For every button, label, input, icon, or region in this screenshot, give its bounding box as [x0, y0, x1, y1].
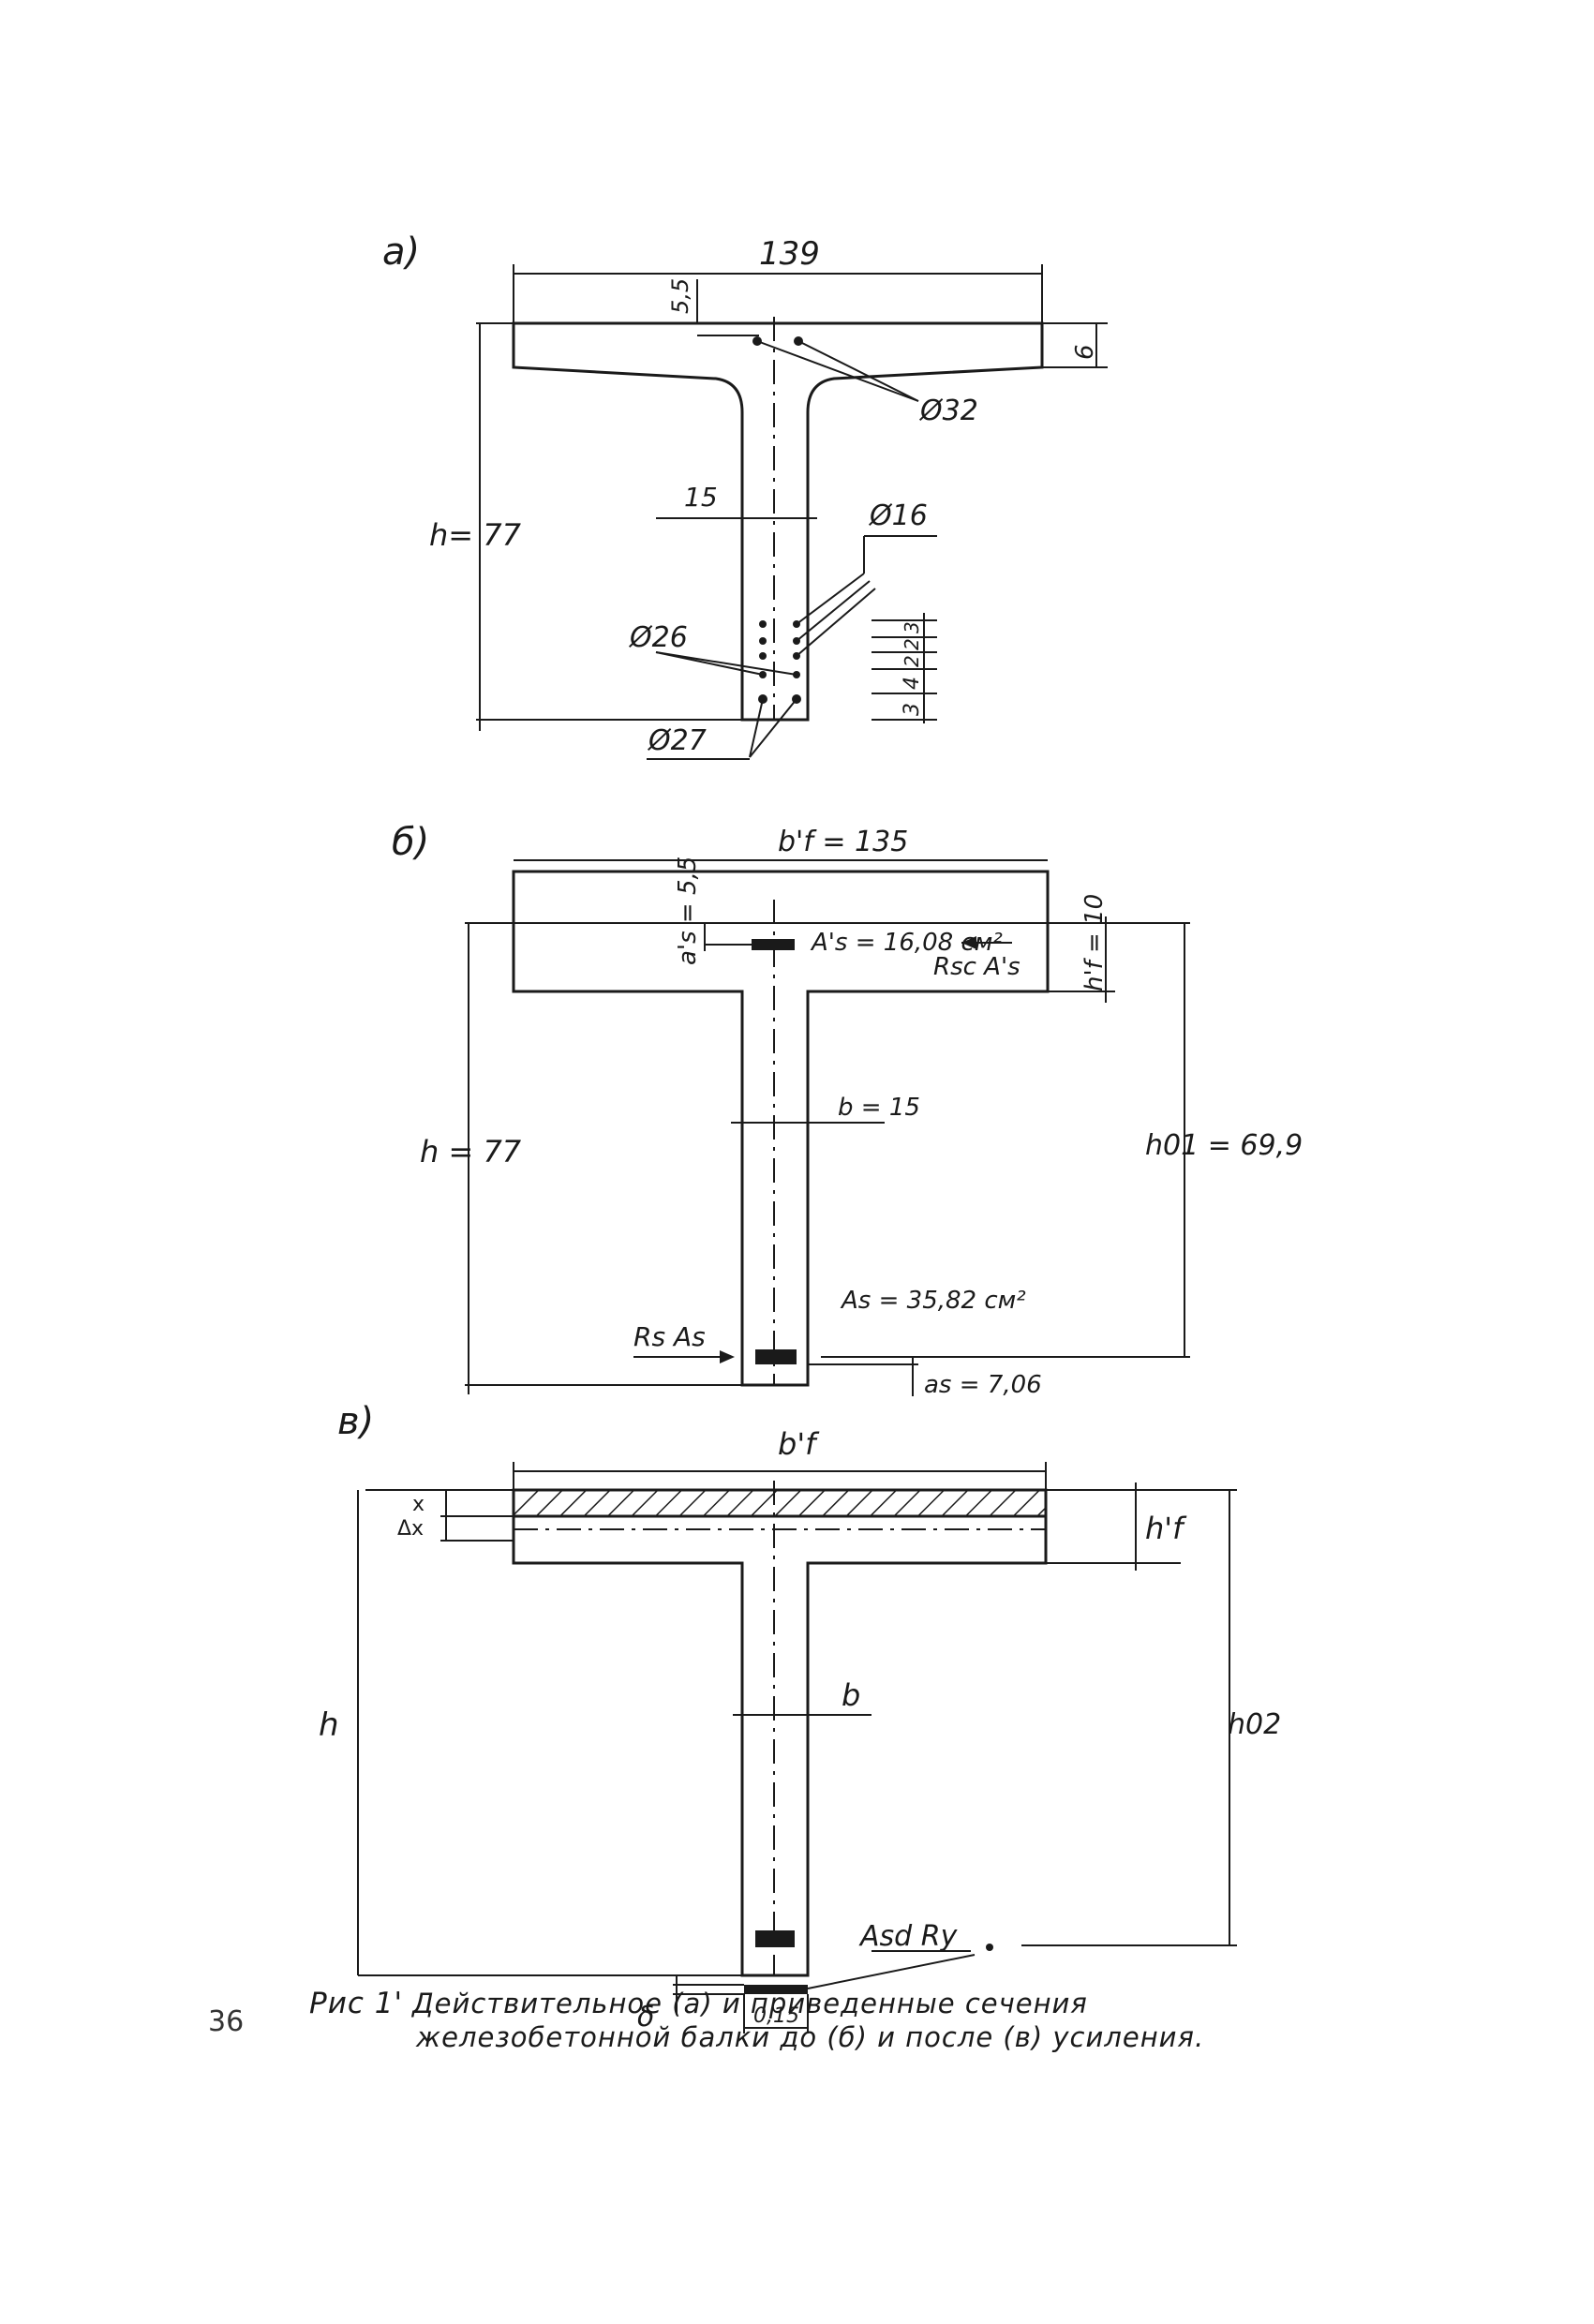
dim-plate-c: 0,15	[753, 2004, 799, 2028]
dim-height-b: h = 77	[420, 1134, 522, 1169]
caption-line-2-wrap: железобетонной балки до (б) и после (в) …	[309, 2020, 1321, 2054]
dim-x-label: x	[412, 1493, 425, 1516]
dim-flange-b: h'f = 10	[1080, 894, 1109, 991]
dim-cover-bottom-b: as = 7,06	[924, 1371, 1042, 1399]
caption-line-1: Рис 1' Действительное (а) и приведенные с…	[309, 1987, 1321, 2020]
rebar-bottom-c	[755, 1930, 795, 1947]
caption-text-2: железобетонной балки до (б) и после (в) …	[416, 2021, 1205, 2053]
spacing-label-4: 4	[901, 677, 924, 690]
dim-delta-c: δ	[637, 2001, 654, 2034]
web-rebars	[758, 620, 801, 704]
section-c: в) b'f x Δx h'f h b h02	[319, 1400, 1281, 2034]
force-bottom-arrow	[720, 1350, 735, 1363]
figure-caption: Рис 1' Действительное (а) и приведенные с…	[309, 1987, 1321, 2054]
area-bottom-b: As = 35,82 см²	[840, 1287, 1026, 1315]
dim-b-flange-c: b'f	[778, 1426, 820, 1462]
dim-cover-label: 5,5	[667, 278, 693, 314]
dim-width-label: 139	[759, 235, 820, 273]
strengthening-plate	[744, 1985, 808, 1994]
spacing-ladder	[871, 613, 937, 723]
dim-b-flange-width: b'f = 135	[778, 826, 908, 858]
rebar-16-label: Ø16	[868, 499, 928, 532]
spacing-label-3: 2	[901, 655, 923, 667]
section-b-label: б)	[392, 821, 429, 864]
rebar-bottom-b	[755, 1349, 797, 1364]
rebar-top-b	[752, 939, 795, 950]
compression-zone	[512, 1488, 1048, 1518]
dim-h01-b: h01 = 69,9	[1145, 1129, 1303, 1162]
caption-label: Рис 1'	[309, 1987, 403, 2020]
section-c-label: в)	[337, 1400, 374, 1443]
spacing-label-2: 2	[901, 638, 923, 650]
section-a-label: а)	[382, 231, 420, 274]
force-bottom-b: Rs As	[633, 1321, 706, 1352]
section-c-outline	[512, 1488, 1048, 1977]
section-b: б) b'f = 135 a's = 5,5 A's = 16,08 см² R…	[392, 821, 1303, 1399]
dim-flange-label: 6	[1071, 344, 1099, 360]
dim-height-c: h	[319, 1706, 339, 1744]
dim-cover-top-b: a's = 5,5	[674, 857, 702, 965]
section-b-outline	[512, 870, 1050, 1387]
force-plate-c: Asd Ry	[858, 1920, 959, 1953]
force-top-arrow	[961, 936, 976, 949]
section-a-outline	[512, 321, 1044, 722]
dim-height-label: h= 77	[429, 517, 522, 553]
page-number: 36	[208, 2005, 245, 2038]
caption-text-1: Действительное (а) и приведенные сечения	[411, 1988, 1088, 2019]
rebar-27-label: Ø27	[647, 724, 707, 757]
rebar-32-label: Ø32	[918, 395, 978, 427]
spacing-label-1: 3	[901, 621, 923, 633]
dim-web-label: 15	[684, 482, 718, 513]
dim-dx-label: Δx	[397, 1517, 424, 1541]
dim-flange-c: h'f	[1145, 1511, 1187, 1546]
force-top-b: Rsc A's	[933, 953, 1020, 981]
section-a: а) 139 5,5 6 h= 77 15 Ø32	[382, 231, 1108, 760]
dim-h02-c: h02	[1228, 1708, 1281, 1741]
dim-web-c: b	[842, 1677, 860, 1713]
rebar-26-label: Ø26	[628, 621, 688, 654]
dim-web-b: b = 15	[838, 1094, 920, 1122]
spacing-label-5: 3	[901, 703, 924, 716]
